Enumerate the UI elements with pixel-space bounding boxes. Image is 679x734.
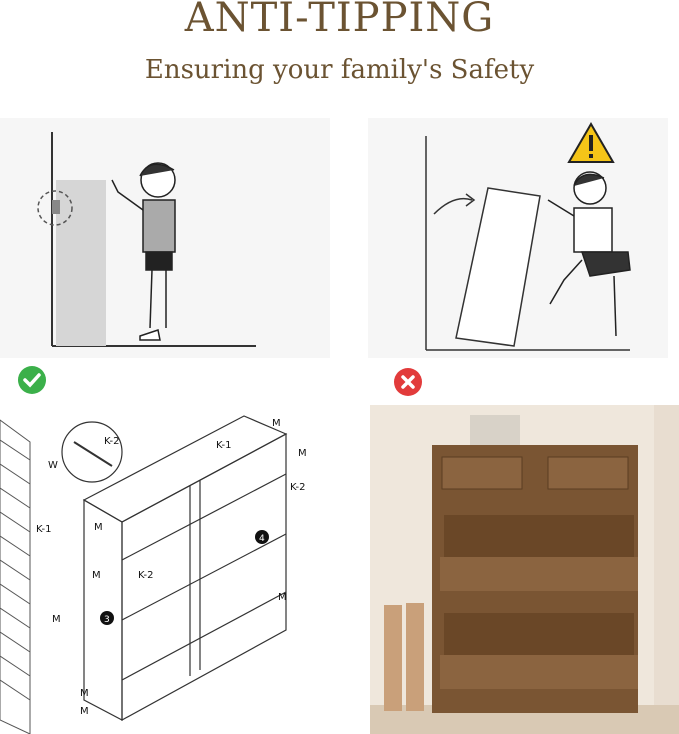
label-k2-right: K-2 bbox=[290, 482, 305, 493]
label-m-bottom1: M bbox=[80, 688, 89, 699]
check-circle-icon bbox=[18, 366, 46, 394]
svg-text:3: 3 bbox=[104, 615, 110, 625]
label-w: W bbox=[48, 460, 58, 471]
step-badge-3: 3 bbox=[100, 611, 114, 625]
page-title: ANTI-TIPPING bbox=[184, 0, 495, 41]
label-m-left2: M bbox=[92, 570, 101, 581]
shoe-cabinet-photo bbox=[370, 405, 679, 734]
page-subtitle: Ensuring your family's Safety bbox=[144, 55, 535, 85]
step-badge-4: 4 bbox=[255, 530, 269, 544]
label-m-left3: M bbox=[52, 614, 61, 625]
label-m-right2: M bbox=[278, 592, 287, 603]
label-m-right: M bbox=[298, 448, 307, 459]
label-k1-left: K-1 bbox=[36, 524, 51, 535]
screw-detail-icon bbox=[61, 421, 123, 483]
svg-text:4: 4 bbox=[259, 534, 265, 544]
anchor-highlight-icon bbox=[37, 190, 73, 226]
cross-circle-icon bbox=[394, 368, 422, 396]
assembly-diagram: 3 4 W K-2 K-1 M K-2 K-1 M K-2 M M M M M … bbox=[0, 400, 340, 734]
tipping-cabinet bbox=[455, 187, 541, 347]
correct-usage-illustration bbox=[0, 118, 330, 358]
incorrect-usage-illustration bbox=[368, 118, 668, 358]
handbag bbox=[470, 415, 520, 445]
anchored-cabinet bbox=[56, 180, 106, 346]
child-figure-icon bbox=[111, 162, 176, 341]
climbing-child-icon bbox=[547, 171, 631, 337]
label-k1-top: K-1 bbox=[216, 440, 231, 451]
label-m-left1: M bbox=[94, 522, 103, 533]
label-k2-detail: K-2 bbox=[104, 436, 119, 447]
label-k2-mid: K-2 bbox=[138, 570, 153, 581]
label-m-top: M bbox=[272, 418, 281, 429]
label-m-bottom2: M bbox=[80, 706, 89, 717]
cabinet-wireframe bbox=[82, 415, 288, 722]
brick-wall-icon bbox=[0, 419, 31, 734]
